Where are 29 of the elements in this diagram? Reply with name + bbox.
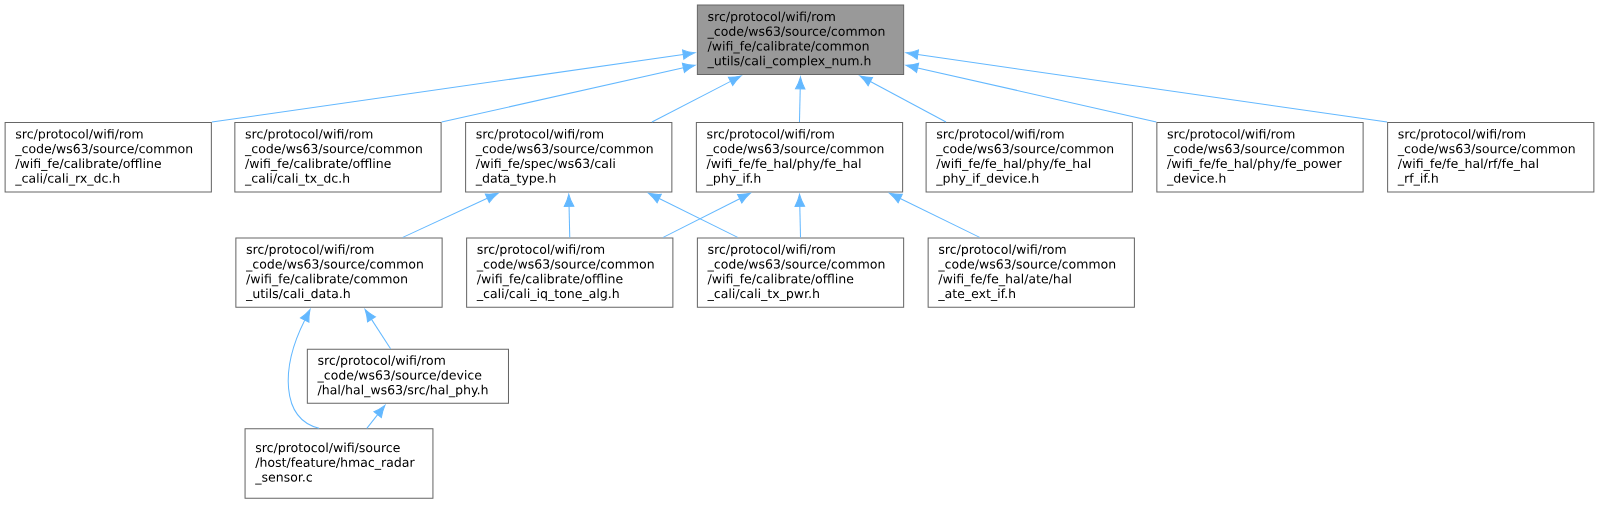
arrow bbox=[889, 193, 981, 239]
file-box: src/protocol/wifi/rom _code/ws63/source/common /wifi_fe/calibrate/offline _cali/cali_tx_dc.h bbox=[234, 122, 442, 193]
arrow bbox=[563, 194, 575, 239]
arrow bbox=[794, 194, 805, 239]
file-box: src/protocol/wifi/rom _code/ws63/source/common /wifi_fe/calibrate/offline _cali/cali_tx_pwr.h bbox=[696, 237, 905, 308]
highlighted-file-box: src/protocol/wifi/rom _code/ws63/source/common /wifi_fe/calibrate/common _utils/cali_complex_num.h bbox=[696, 4, 905, 76]
file-box: src/protocol/wifi/rom _code/ws63/source/common /wifi_fe/spec/ws63/cali _data_type.h bbox=[465, 122, 673, 193]
arrow bbox=[905, 49, 1388, 123]
file-box: src/protocol/wifi/rom _code/ws63/source/common /wifi_fe/fe_hal/phy/fe_power _device.h bbox=[1156, 122, 1364, 193]
arrow bbox=[211, 49, 696, 123]
file-box: src/protocol/wifi/rom _code/ws63/source/common /wifi_fe/fe_hal/ate/hal _ate_ext_if.h bbox=[927, 237, 1135, 308]
arrow bbox=[662, 193, 751, 239]
arrow bbox=[648, 193, 739, 239]
file-box: src/protocol/wifi/rom _code/ws63/source/common /wifi_fe/fe_hal/phy/fe_hal _phy_if.h bbox=[695, 122, 904, 193]
file-box: src/protocol/wifi/rom _code/ws63/source/device /hal/hal_ws63/src/hal_phy.h bbox=[306, 348, 509, 404]
arrow bbox=[859, 75, 947, 123]
arrow bbox=[651, 75, 742, 123]
arrow bbox=[366, 405, 386, 429]
file-box: src/protocol/wifi/rom _code/ws63/source/common /wifi_fe/calibrate/offline _cali/cali_iq_tone_alg.h bbox=[466, 237, 674, 308]
arrow bbox=[441, 62, 696, 123]
file-box: src/protocol/wifi/rom _code/ws63/source/common /wifi_fe/calibrate/common _utils/cali_data.h bbox=[235, 237, 443, 308]
file-box: src/protocol/wifi/rom _code/ws63/source/common /wifi_fe/fe_hal/rf/fe_hal _rf_if.h bbox=[1387, 122, 1595, 193]
file-box: src/protocol/wifi/rom _code/ws63/source/common /wifi_fe/calibrate/offline _cali/cali_rx_dc.h bbox=[4, 122, 212, 193]
file-box: src/protocol/wifi/source /host/feature/hmac_radar _sensor.c bbox=[244, 428, 434, 499]
arrow bbox=[402, 192, 499, 239]
file-box: src/protocol/wifi/rom _code/ws63/source/common /wifi_fe/fe_hal/phy/fe_hal _phy_if_device.h bbox=[925, 122, 1133, 193]
arrow bbox=[364, 309, 392, 350]
arrow bbox=[905, 62, 1157, 123]
arrow bbox=[795, 76, 806, 123]
